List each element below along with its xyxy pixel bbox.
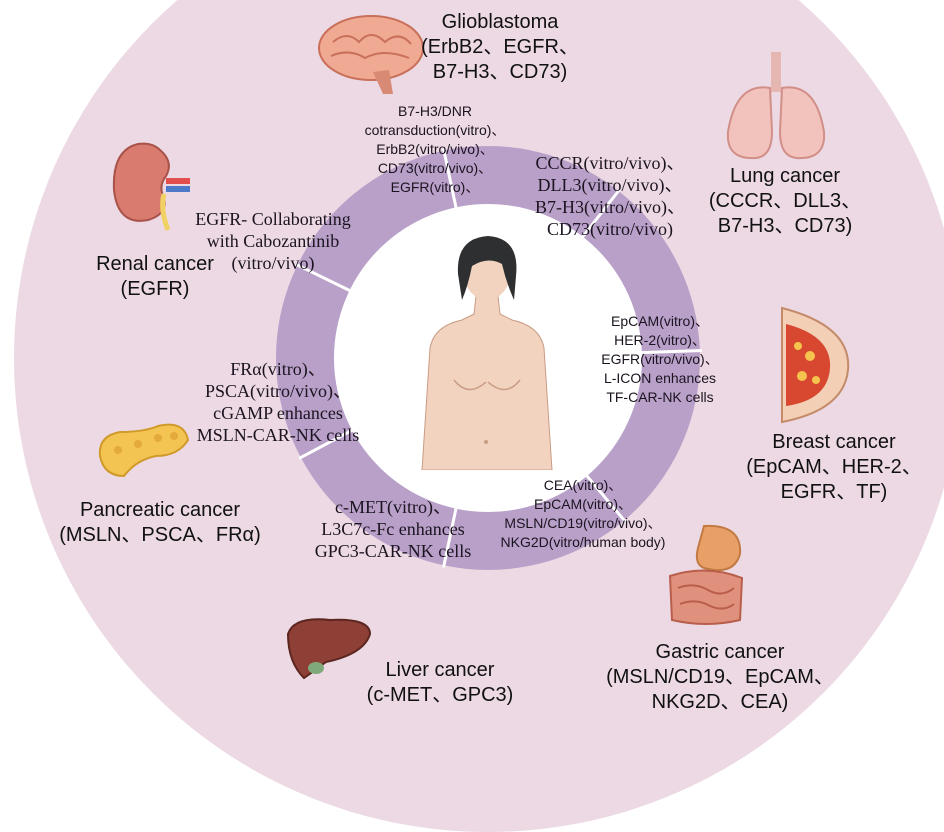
segment-line: EpCAM(vitro)、 xyxy=(610,313,709,329)
label-breast: Breast cancer (EpCAM、HER-2、 EGFR、TF) xyxy=(734,430,934,505)
label-line: EGFR、TF) xyxy=(780,481,888,503)
segment-gastric: CEA(vitro)、 EpCAM(vitro)、 MSLN/CD19(vitro/… xyxy=(478,476,688,552)
label-line: (ErbB2、EGFR、 xyxy=(421,36,579,58)
label-line: Gastric cancer xyxy=(655,641,785,663)
label-line: Glioblastoma xyxy=(441,11,559,33)
segment-line: CD73(vitro/vivo) xyxy=(547,219,673,239)
stomach-intestine-icon xyxy=(668,524,744,625)
segment-pancreatic: FRα(vitro)、PSCA(vitro/vivo)、cGAMP enhanc… xyxy=(188,358,368,446)
segment-line: PSCA(vitro/vivo)、 xyxy=(204,381,351,401)
label-liver: Liver cancer (c-MET、GPC3) xyxy=(340,658,540,708)
label-line: (CCCR、DLL3、 xyxy=(708,190,862,212)
label-renal: Renal cancer (EGFR) xyxy=(70,252,240,302)
label-line: B7-H3、CD73) xyxy=(717,215,853,237)
segment-line: EGFR- Collaborating xyxy=(195,209,351,229)
label-gastric: Gastric cancer (MSLN/CD19、EpCAM、 NKG2D、CEA… xyxy=(590,640,850,715)
segment-line: TF-CAR-NK cells xyxy=(606,389,714,405)
pancreas-icon xyxy=(98,423,190,478)
brain-icon xyxy=(318,15,424,94)
segment-line: CD73(vitro/vivo)、 xyxy=(377,160,493,176)
label-line: (c-MET、GPC3) xyxy=(366,684,514,706)
lungs-icon xyxy=(726,52,826,160)
segment-breast: EpCAM(vitro)、 HER-2(vitro)、 EGFR(vitro/viv… xyxy=(580,312,740,407)
segment-line: CEA(vitro)、 xyxy=(543,477,623,493)
segment-divider xyxy=(298,427,357,460)
label-glioblastoma: Glioblastoma (ErbB2、EGFR、 B7-H3、CD73) xyxy=(400,10,600,85)
segment-line: MSLN-CAR-NK cells xyxy=(196,425,360,445)
label-line: NKG2D、CEA) xyxy=(651,691,789,713)
segment-dividers xyxy=(295,148,702,568)
segment-line: EGFR(vitro/vivo)、 xyxy=(601,351,719,367)
segment-line: GPC3-CAR-NK cells xyxy=(314,541,472,561)
segment-line: EpCAM(vitro)、 xyxy=(533,496,632,512)
label-lung: Lung cancer (CCCR、DLL3、 B7-H3、CD73) xyxy=(690,164,880,239)
liver-icon xyxy=(286,618,372,680)
segment-line: B7-H3/DNR xyxy=(398,103,472,119)
female-torso-icon xyxy=(421,236,553,470)
label-line: Pancreatic cancer xyxy=(79,499,241,521)
segment-line: ErbB2(vitro/vivo)、 xyxy=(376,141,494,157)
segment-divider xyxy=(442,504,459,568)
label-line: Breast cancer xyxy=(772,431,896,453)
segment-line: NKG2D(vitro/human body) xyxy=(500,534,666,550)
segment-line: L3C7c-Fc enhances xyxy=(321,519,465,539)
label-line: (EpCAM、HER-2、 xyxy=(746,456,922,478)
segment-line: DLL3(vitro/vivo)、 xyxy=(537,175,683,195)
breast-icon xyxy=(781,306,850,424)
segment-divider xyxy=(637,349,702,355)
segment-line: cGAMP enhances xyxy=(213,403,343,423)
segment-line: cotransduction(vitro)、 xyxy=(364,122,506,138)
label-line: Lung cancer xyxy=(729,165,841,187)
label-pancreatic: Pancreatic cancer (MSLN、PSCA、FRα) xyxy=(30,498,290,548)
segment-line: c-MET(vitro)、 xyxy=(335,497,451,517)
segment-line: with Cabozantinib xyxy=(206,231,340,251)
segment-line: FRα(vitro)、 xyxy=(230,359,326,379)
label-line: (MSLN、PSCA、FRα) xyxy=(59,524,261,546)
segment-divider xyxy=(442,148,459,212)
label-line: Liver cancer xyxy=(385,659,495,681)
label-line: (MSLN/CD19、EpCAM、 xyxy=(606,666,834,688)
segment-line: EGFR(vitro)、 xyxy=(390,179,480,195)
label-line: B7-H3、CD73) xyxy=(432,61,568,83)
label-line: (EGFR) xyxy=(120,278,190,300)
segment-line: HER-2(vitro)、 xyxy=(614,332,706,348)
segment-line: (vitro/vivo) xyxy=(231,253,315,273)
segment-line: MSLN/CD19(vitro/vivo)、 xyxy=(504,515,662,531)
segment-divider xyxy=(295,262,354,294)
kidney-icon xyxy=(112,142,190,231)
label-line: Renal cancer xyxy=(96,253,214,275)
segment-divider xyxy=(579,188,621,241)
segment-divider xyxy=(583,471,627,523)
segment-lung: CCCR(vitro/vivo)、DLL3(vitro/vivo)、B7-H3(… xyxy=(520,152,700,240)
segment-line: L-ICON enhances xyxy=(603,370,717,386)
segment-line: CCCR(vitro/vivo)、 xyxy=(535,153,685,173)
segment-glioblastoma: B7-H3/DNR cotransduction(vitro)、 ErbB2(vit… xyxy=(320,102,550,197)
segment-line: B7-H3(vitro/vivo)、 xyxy=(535,197,685,217)
